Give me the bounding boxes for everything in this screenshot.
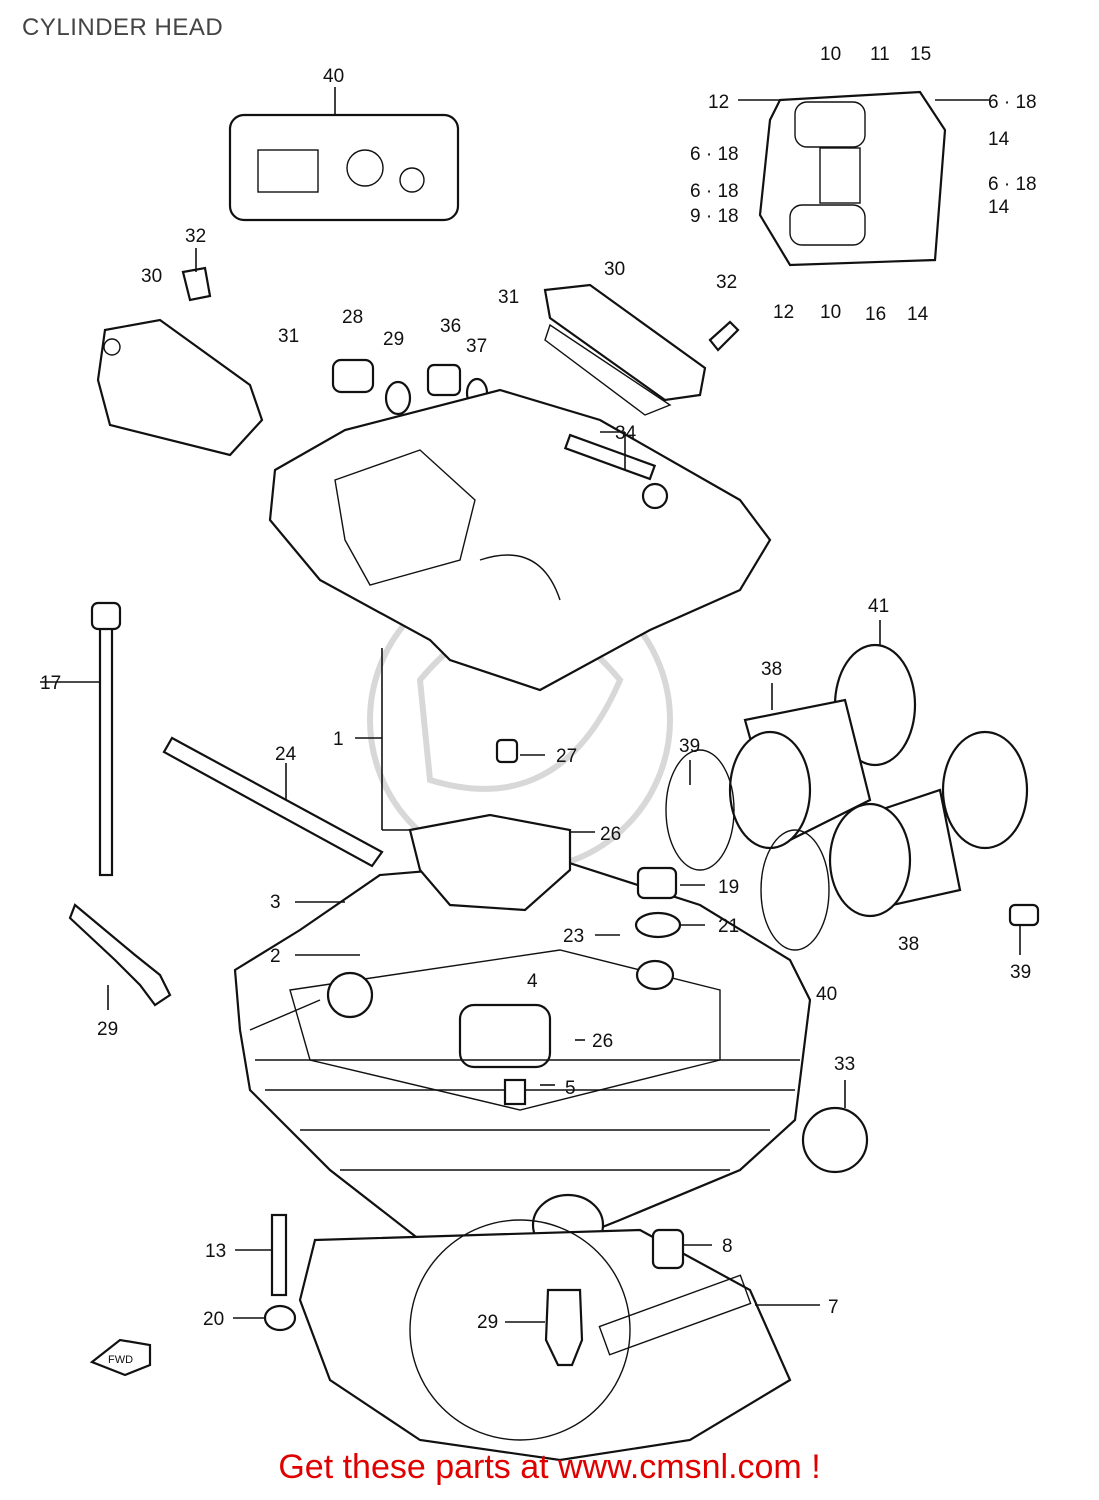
svg-text:FWD: FWD (108, 1354, 133, 1366)
label-23: 23 (563, 926, 584, 947)
label-17: 17 (40, 673, 61, 694)
label-37b: 38 (898, 934, 919, 955)
label-2: 2 (270, 946, 281, 967)
tappet-cover-right (543, 283, 740, 416)
label-32a: 32 (185, 226, 206, 247)
shaft-rod (162, 736, 384, 868)
label-35: 36 (440, 316, 461, 337)
label-25: 27 (556, 746, 577, 767)
label-40a: 41 (868, 596, 889, 617)
label-3: 3 (270, 892, 281, 913)
label-16: 16 (865, 304, 886, 325)
spark-plug-left (68, 903, 172, 1007)
label-14b: 14 (988, 197, 1010, 218)
label-13: 13 (205, 1241, 226, 1262)
label-8: 8 (722, 1236, 733, 1257)
long-stud-bolt (90, 601, 122, 877)
label-41: 40 (323, 66, 344, 87)
intake-pipes (665, 643, 1029, 951)
label-4: 4 (527, 971, 538, 992)
label-11: 11 (870, 44, 890, 65)
leader-lines (40, 87, 1021, 1323)
label-5: 5 (565, 1078, 576, 1099)
label-19: 19 (718, 877, 739, 898)
label-24: 26 (600, 824, 621, 845)
small-fasteners (331, 358, 489, 416)
label-29b: 29 (477, 1312, 498, 1333)
label-9-18: 9 · 18 (690, 206, 739, 227)
label-10b: 10 (820, 302, 841, 323)
label-12b: 12 (773, 302, 794, 323)
label-33: 33 (834, 1054, 855, 1075)
label-6-18b: 6 · 18 (690, 144, 739, 165)
label-14c: 14 (907, 304, 929, 325)
label-38b: 40 (816, 984, 837, 1005)
label-15: 15 (910, 44, 931, 65)
page-title: CYLINDER HEAD (22, 14, 224, 41)
label-12a: 12 (708, 92, 729, 113)
label-21: 21 (718, 916, 739, 937)
label-26: 26 (592, 1031, 613, 1052)
cylinder-head (233, 858, 812, 1262)
small-bolt (1008, 903, 1040, 927)
forward-arrow-icon: FWD (89, 1338, 152, 1377)
label-30b: 30 (604, 259, 625, 280)
label-7: 7 (828, 1297, 839, 1318)
label-37a: 38 (761, 659, 782, 680)
label-39: 39 (1010, 962, 1031, 983)
label-36: 37 (466, 336, 487, 357)
label-29a: 29 (97, 1019, 118, 1040)
cap-plug (801, 1106, 869, 1174)
camshaft-holder (268, 388, 772, 692)
intake-manifold-plate (758, 90, 947, 267)
chain-guide-cover (408, 813, 572, 912)
label-31a: 31 (278, 326, 299, 347)
gasket-set-box (228, 113, 460, 222)
callout-labels: 40 10 11 15 12 6 · 18 14 6 · 18 6 · 18 6… (40, 44, 1037, 1333)
label-1: 1 (333, 729, 344, 750)
footer-link-text[interactable]: Get these parts at www.cmsnl.com ! (278, 1448, 821, 1486)
label-34: 34 (615, 423, 637, 444)
label-31b: 31 (498, 287, 519, 308)
label-10a: 10 (820, 44, 841, 65)
label-22: 24 (275, 744, 297, 765)
label-20: 20 (203, 1309, 224, 1330)
label-6-18d: 6 · 18 (988, 174, 1037, 195)
spark-plug-bottom (544, 1288, 584, 1367)
label-28: 29 (383, 329, 404, 350)
label-30a: 30 (141, 266, 162, 287)
label-14a: 14 (988, 129, 1010, 150)
label-27: 28 (342, 307, 363, 328)
label-6-18a: 6 · 18 (988, 92, 1037, 113)
nuts-and-washers (495, 738, 682, 991)
label-38a: 39 (679, 736, 700, 757)
label-6-18c: 6 · 18 (690, 181, 739, 202)
stud-and-dowel (263, 1213, 685, 1332)
label-32b: 32 (716, 272, 737, 293)
tappet-cover-left (96, 266, 264, 457)
cylinder-head-gasket (298, 1219, 792, 1462)
